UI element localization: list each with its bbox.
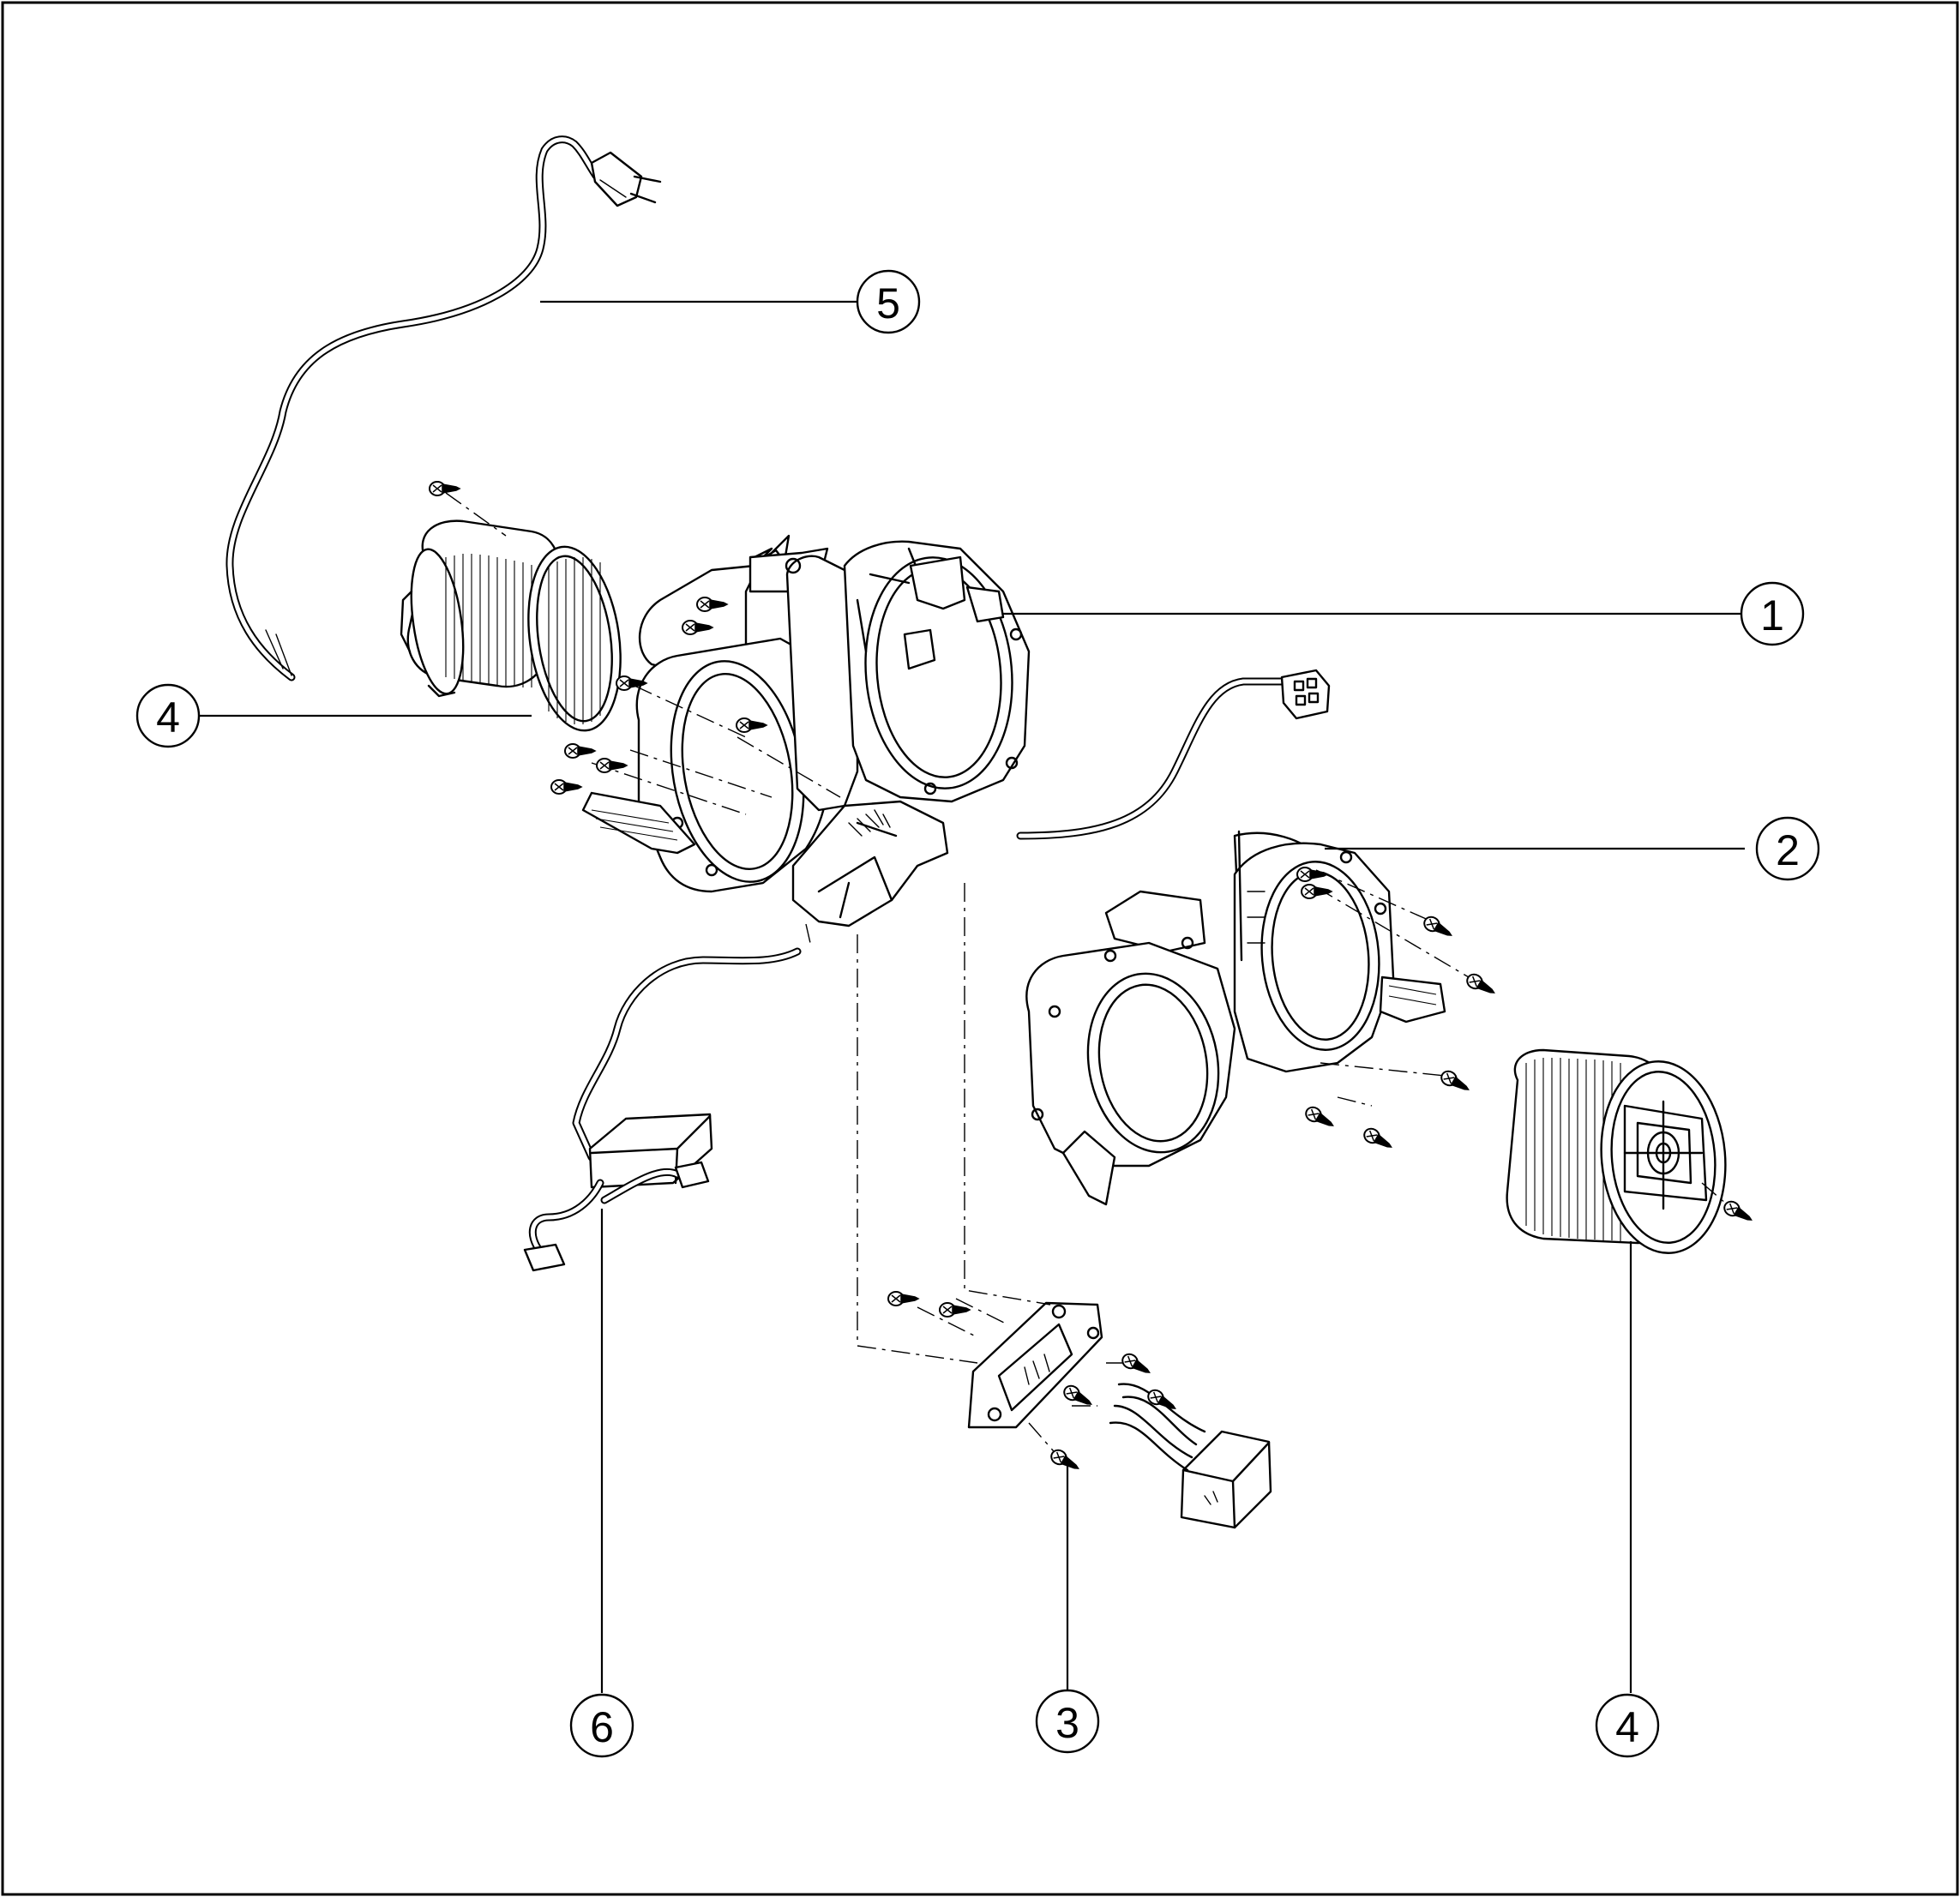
assembly-guide-lines — [445, 492, 1733, 1458]
led-driver-with-cable — [523, 947, 802, 1272]
housing-top-duct — [785, 555, 859, 812]
control-switch-assembly — [967, 1301, 1272, 1529]
callout-balloon-3: 3 — [1035, 1689, 1100, 1754]
driver-connector-a — [523, 1243, 566, 1272]
housing-internal-harness — [1016, 669, 1331, 840]
plug-body — [590, 151, 643, 207]
fan-motor-right — [1506, 1048, 1727, 1254]
callout-balloon-1: 1 — [1740, 581, 1805, 646]
harness-connector — [1280, 669, 1331, 720]
housing-base-plate — [791, 800, 949, 927]
callout-label-2: 2 — [1776, 826, 1800, 874]
callout-label-1: 1 — [1760, 591, 1784, 639]
callout-label-3: 3 — [1055, 1699, 1079, 1747]
main-housing — [581, 534, 1031, 927]
rear-housing-left-volute — [1025, 941, 1236, 1168]
callout-leaders — [199, 300, 1745, 1693]
callout-label-4-left: 4 — [156, 693, 180, 741]
callout-balloon-6: 6 — [569, 1693, 634, 1758]
callout-balloon-5: 5 — [856, 269, 921, 334]
callout-label-5: 5 — [876, 279, 900, 327]
rear-housing — [1025, 830, 1446, 1206]
callout-balloon-4-left: 4 — [135, 683, 201, 748]
fan-motor-left — [400, 519, 622, 732]
power-cord-with-plug — [225, 135, 662, 681]
callout-label-4-right: 4 — [1615, 1703, 1639, 1751]
driver-connector-b — [674, 1161, 710, 1189]
callout-balloon-2: 2 — [1755, 816, 1820, 881]
callout-balloon-4-right: 4 — [1595, 1693, 1660, 1758]
callout-label-6: 6 — [590, 1703, 614, 1751]
